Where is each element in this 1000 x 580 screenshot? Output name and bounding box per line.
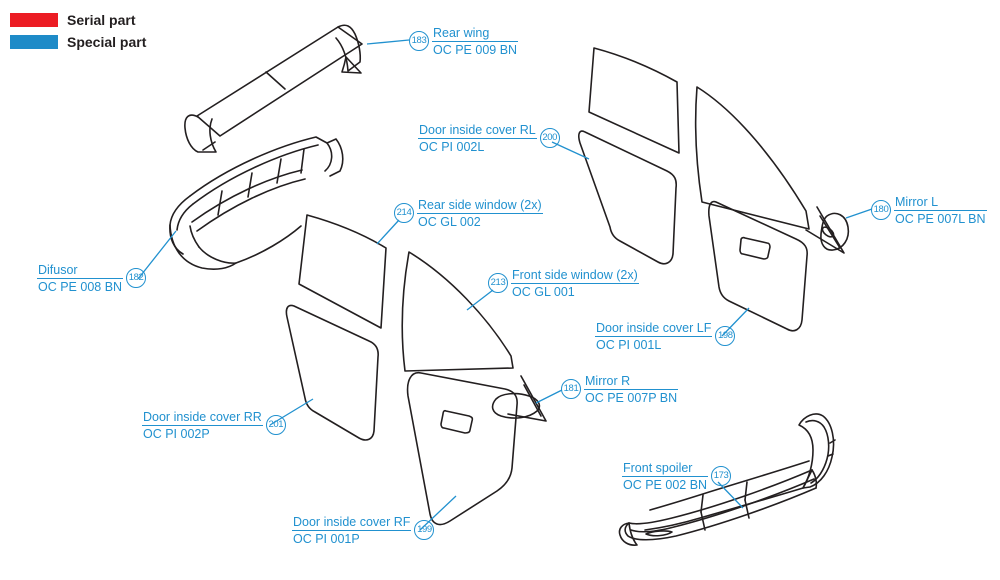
special-part-label: Special part (67, 34, 147, 50)
callout-number: 200 (539, 128, 560, 148)
part-name: Door inside cover RR (142, 410, 263, 427)
callout-number: 180 (871, 200, 891, 220)
callout-rear-side-window: 214 Rear side window (2x)OC GL 002 (394, 198, 543, 230)
part-name: Door inside cover RF (292, 515, 412, 532)
callout-number: 182 (126, 268, 147, 288)
callout-number: 183 (409, 31, 429, 51)
part-name: Rear side window (2x) (417, 198, 543, 215)
part-code: OC PE 008 BN (38, 280, 123, 295)
door-inside-cover-rl-drawing (578, 130, 678, 265)
callout-front-side-window: 213 Front side window (2x)OC GL 001 (488, 268, 639, 300)
part-code: OC PE 007P BN (585, 391, 678, 406)
front-spoiler-drawing (618, 413, 836, 546)
door-inside-cover-rr-drawing (285, 304, 379, 441)
part-name: Mirror L (894, 195, 987, 212)
serial-part-color-swatch (10, 13, 58, 27)
rear-side-window-right-drawing (298, 214, 387, 329)
callout-number: 181 (561, 379, 581, 399)
part-code: OC PE 009 BN (433, 43, 518, 58)
mirror-r-drawing (491, 375, 547, 422)
part-name: Mirror R (584, 374, 679, 391)
callout-number: 198 (715, 326, 736, 346)
callout-number: 213 (488, 273, 508, 293)
callout-number: 199 (414, 520, 435, 540)
legend: Serial part Special part (10, 12, 146, 56)
difusor-drawing (169, 136, 344, 270)
part-code: OC PI 002P (143, 427, 210, 442)
mirror-l-drawing (805, 206, 850, 254)
part-name: Front spoiler (622, 461, 709, 478)
rear-side-window-left-drawing (588, 47, 680, 154)
part-name: Difusor (37, 263, 124, 280)
part-code: OC GL 001 (512, 285, 575, 300)
legend-item-special-part: Special part (10, 34, 146, 50)
part-name: Door inside cover LF (595, 321, 713, 338)
callout-number: 214 (394, 203, 414, 223)
legend-item-serial-part: Serial part (10, 12, 146, 28)
door-inside-cover-rf-drawing (406, 372, 518, 526)
door-inside-cover-lf-drawing (708, 200, 808, 332)
special-part-color-swatch (10, 35, 58, 49)
part-name: Door inside cover RL (418, 123, 537, 140)
part-code: OC PE 007L BN (895, 212, 986, 227)
part-code: OC PI 002L (419, 140, 485, 155)
part-code: OC GL 002 (418, 215, 481, 230)
part-code: OC PI 001L (596, 338, 662, 353)
callout-number: 173 (711, 466, 732, 486)
part-code: OC PI 001P (293, 532, 360, 547)
part-name: Front side window (2x) (511, 268, 639, 285)
rear-wing-drawing (184, 24, 363, 153)
callout-number: 201 (265, 415, 286, 435)
serial-part-label: Serial part (67, 12, 136, 28)
front-side-window-left-drawing (694, 86, 810, 230)
front-side-window-right-drawing (401, 251, 514, 372)
part-code: OC PE 002 BN (623, 478, 708, 493)
part-name: Rear wing (432, 26, 519, 43)
